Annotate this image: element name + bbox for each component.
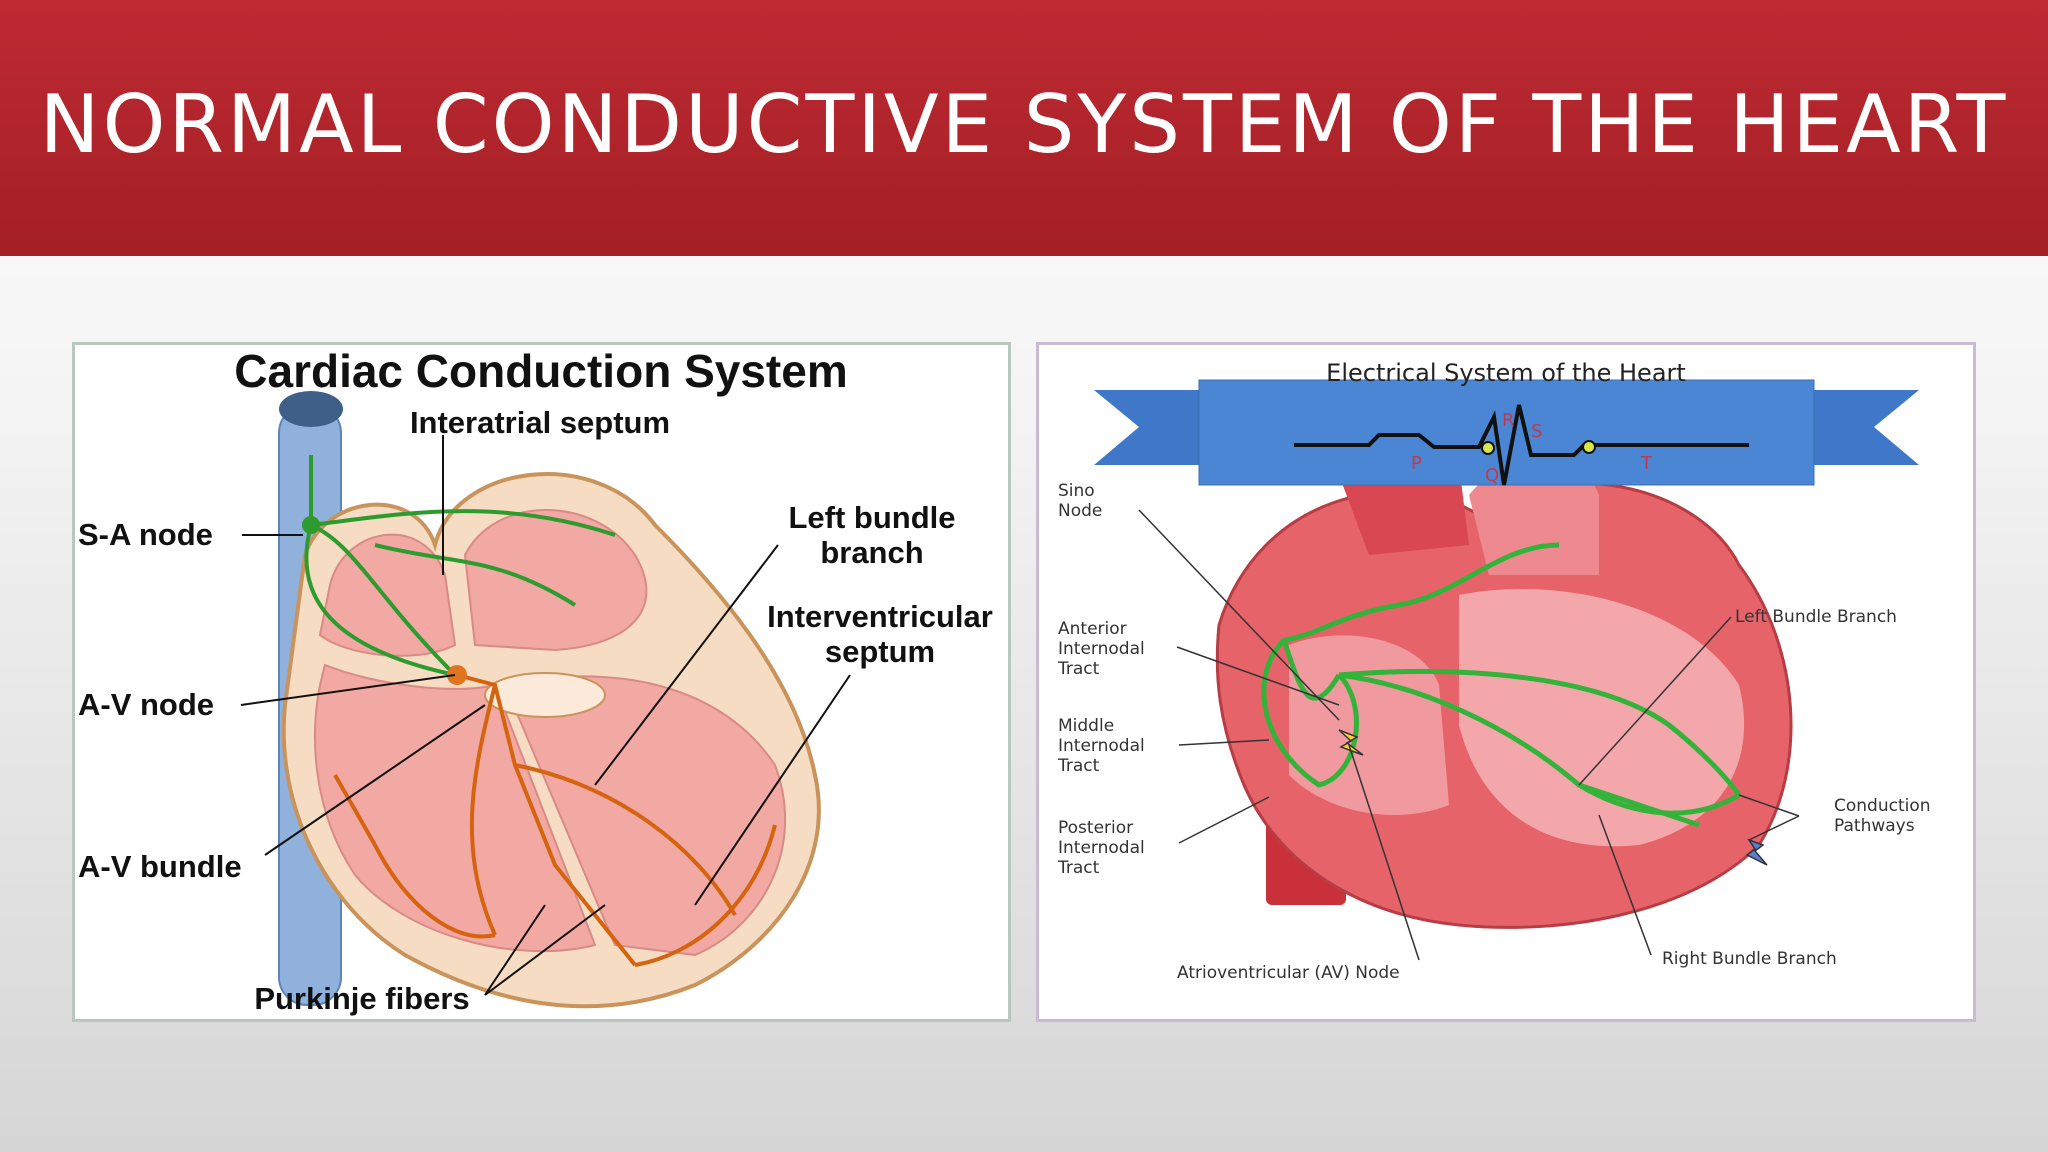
cardiac-conduction-illustration: Cardiac Conduction System Interatrial se… <box>78 345 993 1016</box>
label-posterior-tract-3: Tract <box>1057 858 1100 878</box>
heart-outline <box>281 472 821 1009</box>
label-anterior-tract-3: Tract <box>1057 659 1100 679</box>
slide-title: NORMAL CONDUCTIVE SYSTEM OF THE HEART <box>39 78 2009 171</box>
label-anterior-tract-1: Anterior <box>1058 619 1127 639</box>
sa-node-marker <box>302 516 320 534</box>
label-middle-tract-1: Middle <box>1058 716 1114 736</box>
cardiac-conduction-diagram: Cardiac Conduction System Interatrial se… <box>72 342 1011 1022</box>
label-left-bundle-2: branch <box>820 535 923 570</box>
label-interventricular-1: Interventricular <box>767 599 993 634</box>
label-av-node: A-V node <box>78 687 214 722</box>
label-posterior-tract-2: Internodal <box>1058 838 1145 858</box>
label-leader-lines <box>1138 509 1800 961</box>
label-interventricular-2: septum <box>825 634 935 669</box>
label-left-bundle-branch: Left Bundle Branch <box>1735 607 1897 627</box>
ecg-letter-t: T <box>1640 453 1653 474</box>
label-right-bundle-branch: Right Bundle Branch <box>1662 949 1837 969</box>
left-diagram-title: Cardiac Conduction System <box>234 345 847 397</box>
label-middle-tract-2: Internodal <box>1058 736 1145 756</box>
label-sa-node: S-A node <box>78 517 213 552</box>
ecg-letter-p: P <box>1411 453 1422 474</box>
label-interatrial-septum: Interatrial septum <box>410 405 670 440</box>
label-purkinje-fibers: Purkinje fibers <box>254 981 469 1016</box>
title-banner: NORMAL CONDUCTIVE SYSTEM OF THE HEART <box>0 0 2048 256</box>
right-diagram-title: Electrical System of the Heart <box>1326 359 1686 387</box>
label-leader-lines <box>240 435 851 996</box>
ecg-letter-s: S <box>1531 421 1542 442</box>
label-middle-tract-3: Tract <box>1057 756 1100 776</box>
purkinje-network <box>333 673 777 967</box>
ecg-letter-r: R <box>1502 410 1515 431</box>
pathway-bolt-icon <box>1745 838 1768 866</box>
ecg-ribbon <box>1094 379 1919 486</box>
sa-node-pathways <box>304 455 616 677</box>
heart-illustration <box>1215 439 1793 929</box>
electrical-system-diagram: P Q R S T Electrical System of the Heart… <box>1036 342 1976 1022</box>
label-left-bundle-1: Left bundle <box>788 500 955 535</box>
label-anterior-tract-2: Internodal <box>1058 639 1145 659</box>
label-conduction-pathways-1: Conduction <box>1834 796 1931 816</box>
ecg-letter-q: Q <box>1485 465 1499 486</box>
label-av-bundle: A-V bundle <box>78 849 242 884</box>
label-av-node: Atrioventricular (AV) Node <box>1177 963 1400 983</box>
label-conduction-pathways-2: Pathways <box>1834 816 1915 836</box>
label-sinoatrial-node-2: Node <box>1058 501 1102 521</box>
conduction-pathways <box>1261 542 1742 828</box>
label-posterior-tract-1: Posterior <box>1058 818 1133 838</box>
av-node-marker <box>447 665 467 685</box>
label-sinoatrial-node-1: Sino <box>1058 481 1095 501</box>
electrical-system-illustration: P Q R S T Electrical System of the Heart… <box>1057 359 1931 983</box>
